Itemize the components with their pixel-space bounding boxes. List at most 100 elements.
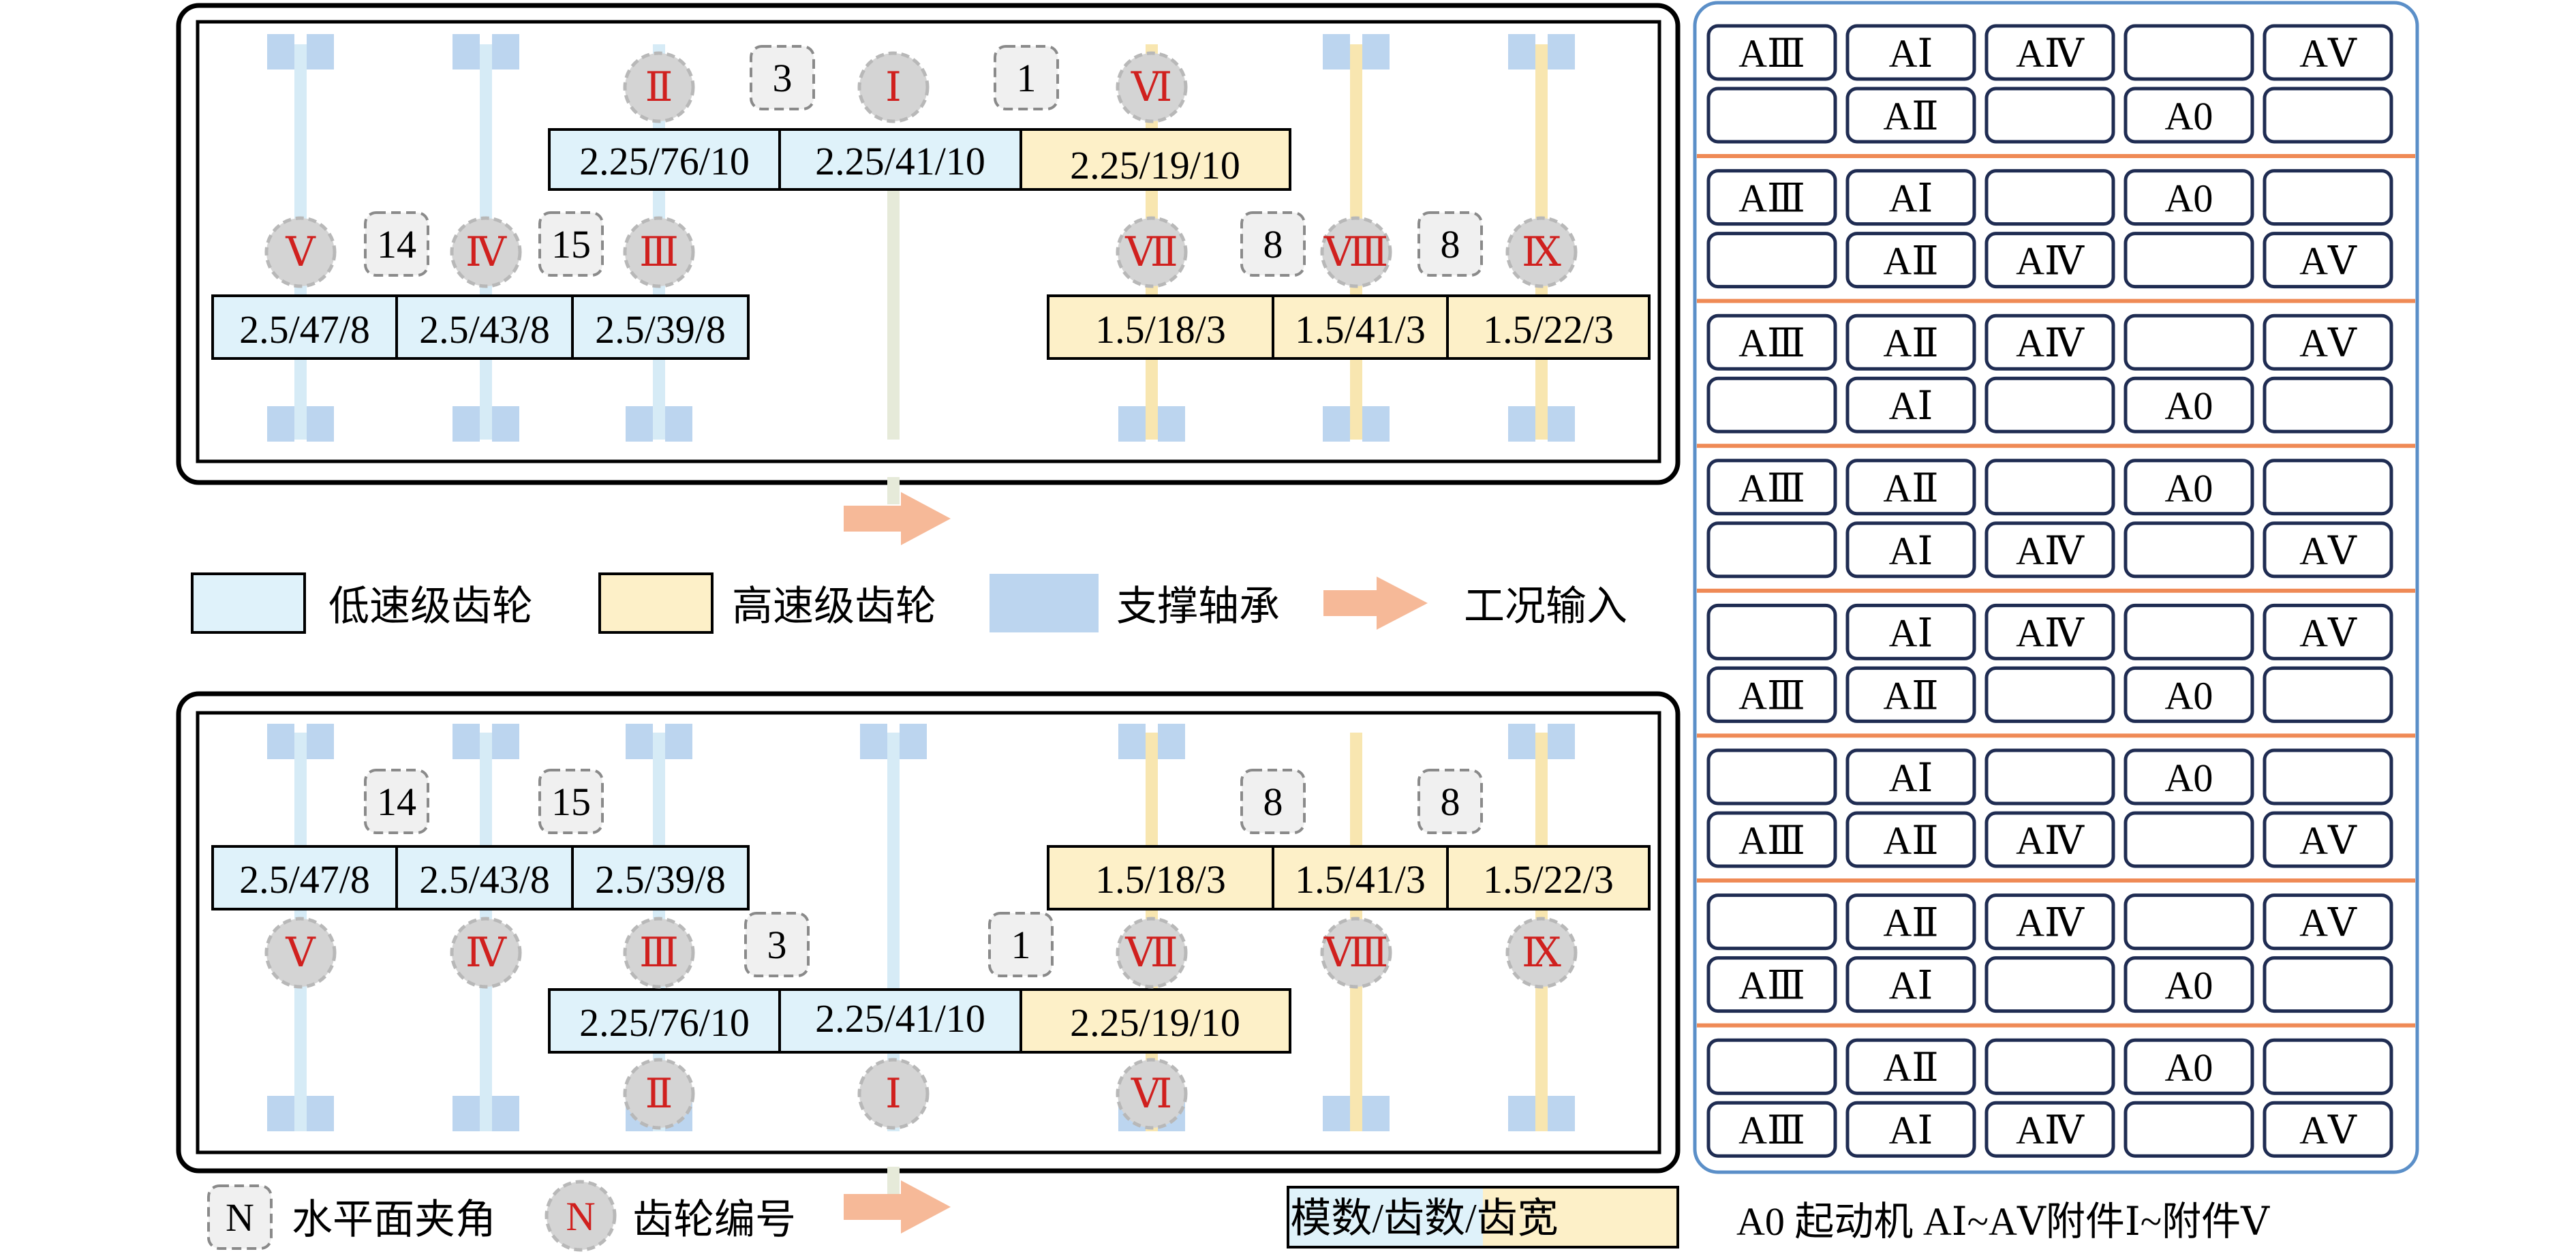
bearing [453, 34, 480, 70]
component-slot [1845, 666, 1976, 723]
component-slot [2263, 521, 2393, 579]
gear-number: Ⅷ [1323, 930, 1389, 975]
legend-angle-desc: 水平面夹角 [292, 1197, 496, 1242]
component-label: AⅡ [1883, 1045, 1938, 1090]
low-speed-gear-box [211, 845, 398, 910]
component-slot [2263, 748, 2393, 806]
component-slot [1845, 1101, 1976, 1158]
angle-value: 3 [773, 56, 793, 100]
gear-spec-text: 2.25/76/10 [579, 139, 750, 183]
component-slot [1706, 893, 1837, 951]
component-slot [2263, 459, 2393, 516]
gear-number: Ⅵ [1131, 65, 1172, 110]
component-label: AⅡ [1883, 466, 1938, 510]
gear-number: Ⅳ [465, 230, 507, 275]
component-label: AⅤ [2299, 901, 2357, 945]
component-label: AⅠ [1889, 1108, 1933, 1152]
angle-value: 3 [767, 923, 787, 967]
component-slot [1706, 87, 1837, 144]
gear-number-badge [1116, 1058, 1188, 1130]
legend-bearing-swatch [990, 574, 1099, 632]
legend-high-speed-label: 高速级齿轮 [732, 584, 936, 629]
top-outer-frame [176, 3, 1681, 485]
component-label: AⅠ [1889, 529, 1933, 573]
angle-badge [1417, 211, 1483, 277]
component-slot [2123, 24, 2254, 81]
component-slot [2263, 603, 2393, 660]
component-label: AⅤ [2299, 529, 2357, 573]
angle-badge [744, 912, 810, 977]
high-speed-gear-box [1019, 128, 1291, 191]
component-slot [1706, 811, 1837, 868]
gear-number-badge [1320, 917, 1392, 989]
bearing [665, 406, 692, 442]
legend-input-label: 工况输入 [1464, 584, 1627, 629]
component-label: A0 [2165, 1045, 2213, 1090]
bearing [1362, 34, 1390, 70]
component-slot [2123, 603, 2254, 660]
top-gear-numbers: Ⅱ Ⅰ Ⅵ Ⅴ Ⅳ Ⅲ Ⅶ Ⅷ Ⅸ [264, 51, 1578, 288]
component-slot [1984, 603, 2115, 660]
high-speed-gear-box [1272, 845, 1449, 910]
gear-number: Ⅶ [1124, 230, 1178, 275]
gear-number: Ⅳ [465, 930, 507, 975]
gear-number-badge [264, 917, 337, 989]
component-slot [2263, 956, 2393, 1013]
component-slot [1706, 24, 1837, 81]
legend-row: 低速级齿轮 高速级齿轮 支撑轴承 工况输入 [191, 572, 1627, 634]
bearing [1548, 724, 1575, 759]
component-slot [1984, 748, 2115, 806]
gear-spec-text: 2.5/47/8 [239, 307, 370, 352]
low-speed-gear-box [778, 128, 1022, 191]
arrangement-separator [1697, 878, 2415, 883]
angle-badge [1417, 769, 1483, 834]
input-shaft-line [887, 477, 900, 504]
component-slot [2123, 87, 2254, 144]
angle-badge [538, 769, 604, 834]
component-slot [1845, 811, 1976, 868]
gear-number: Ⅸ [1522, 230, 1561, 275]
bearing [1158, 406, 1185, 442]
bearing [307, 724, 334, 759]
high-speed-gear-box [1047, 294, 1274, 360]
bearing [626, 406, 653, 442]
component-label: AⅠ [1889, 177, 1933, 221]
input-shaft-line [887, 184, 900, 440]
component-label: AⅣ [2016, 321, 2085, 365]
gear-number: Ⅲ [639, 930, 679, 975]
arrangement-separator [1697, 1023, 2415, 1028]
gear-spec-text: 2.5/39/8 [595, 857, 726, 902]
component-label: AⅣ [2016, 611, 2085, 655]
component-slot [1706, 1101, 1837, 1158]
angle-badge [1240, 769, 1306, 834]
component-slot [2123, 956, 2254, 1013]
angle-value: 8 [1441, 222, 1460, 266]
high-speed-gear-box [1272, 294, 1449, 360]
component-slot [1706, 666, 1837, 723]
component-slot [1845, 376, 1976, 433]
high-speed-gear-box [1019, 988, 1291, 1054]
component-label: AⅣ [2016, 239, 2085, 284]
gear-spec-text: 2.25/76/10 [579, 1000, 750, 1045]
component-slot [1845, 169, 1976, 226]
component-slot [1706, 521, 1837, 579]
bearing [1118, 406, 1146, 442]
input-shaft-line [887, 1167, 900, 1194]
component-label: AⅢ [1738, 31, 1805, 76]
bearing [307, 406, 334, 442]
angle-badge [988, 912, 1054, 977]
component-label: AⅠ [1889, 964, 1933, 1008]
bottom-angle-badges: 14 15 8 8 3 1 [364, 769, 1483, 977]
component-slot [1845, 24, 1976, 81]
component-slot [2123, 666, 2254, 723]
component-label: AⅤ [2299, 818, 2357, 863]
gear-number-badge [264, 216, 337, 288]
component-label: A0 [2165, 673, 2213, 718]
component-label: A0 [2165, 756, 2213, 800]
gear-number-badge [450, 917, 522, 989]
component-slot [1706, 169, 1837, 226]
gear-number-badge [1320, 216, 1392, 288]
component-label: AⅡ [1883, 321, 1938, 365]
bearing [665, 724, 692, 759]
